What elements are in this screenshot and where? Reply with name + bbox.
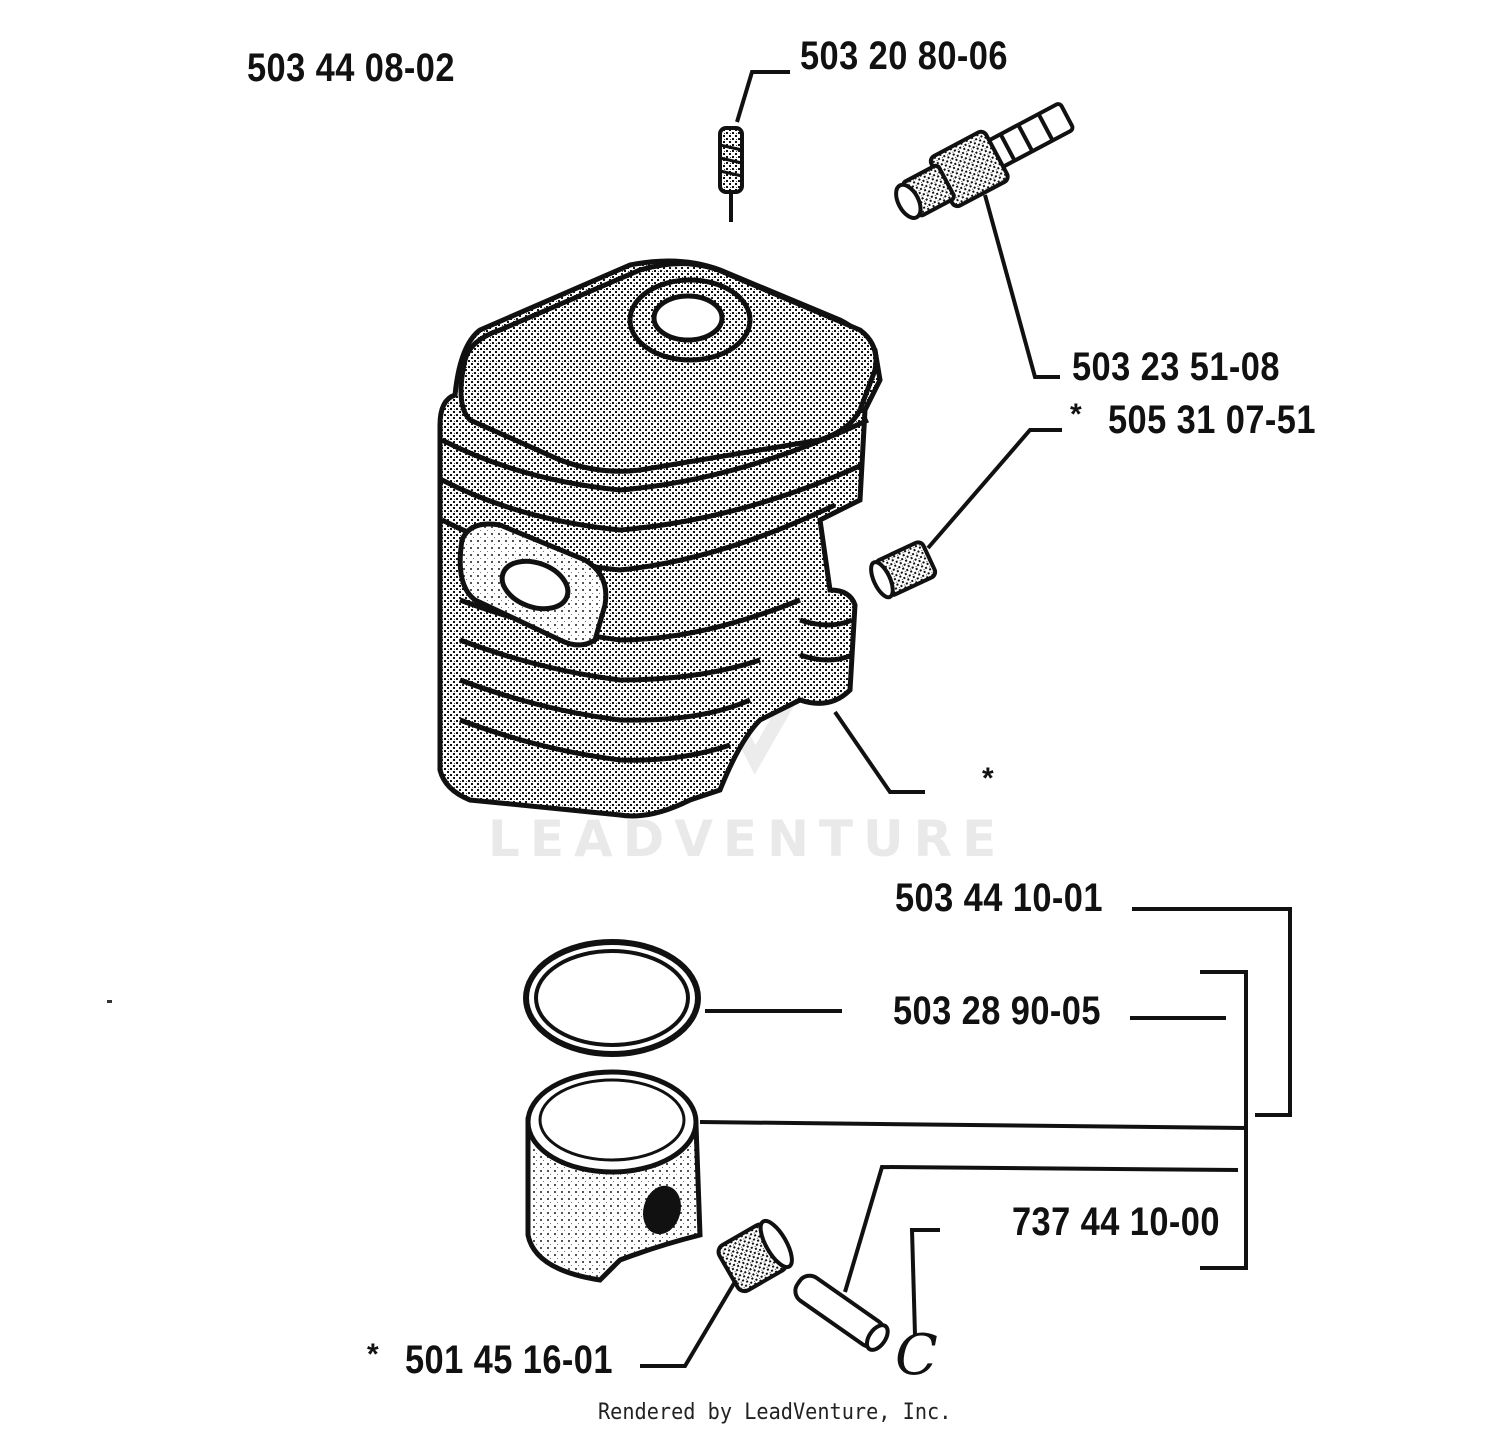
part-number-piston-set: 737 44 10-00 [1012,1200,1220,1244]
circlip-part: C [895,1323,938,1388]
footer-credit: Rendered by LeadVenture, Inc. [598,1400,952,1425]
needle-bearing-leader-line [640,1278,738,1368]
piston-set-bracket [1200,970,1248,1270]
part-number-screw: 503 20 80-06 [800,34,1008,78]
watermark-text: LEADVENTURE [488,810,1007,868]
screw-leader-line [735,70,790,123]
needle-bearing-part [716,1218,794,1294]
spark-plug-part [894,102,1075,220]
part-number-piston-kit: 503 44 10-01 [895,876,1103,920]
screw-part [718,126,744,222]
piston-kit-bracket [1132,907,1292,1117]
piston-pin-part [793,1273,890,1352]
part-number-decomp-nut: 505 31 07-51 [1108,398,1316,442]
circlip-leader-line [909,1228,940,1336]
part-number-piston-ring: 503 28 90-05 [893,989,1101,1033]
asterisk-decomp: * [1070,398,1082,431]
part-number-spark-plug: 503 23 51-08 [1072,345,1280,389]
piston-pin-leader-line [843,1164,1239,1293]
cylinder-leader-line [833,710,925,794]
part-number-needle-bearing: 501 45 16-01 [405,1338,613,1382]
cylinder-part [437,258,883,819]
piston-ring-part [523,939,701,1057]
spark-plug-leader-line [983,194,1060,379]
decomp-nut-part [869,540,938,600]
asterisk-cylinder: * [982,762,994,795]
decomp-nut-leader-line [926,428,1062,550]
piston-leader-line [699,1120,1246,1130]
asterisk-bearing: * [367,1338,379,1371]
part-number-assembly: 503 44 08-02 [247,46,455,90]
speck [107,1000,112,1003]
piston-part [525,1069,703,1283]
